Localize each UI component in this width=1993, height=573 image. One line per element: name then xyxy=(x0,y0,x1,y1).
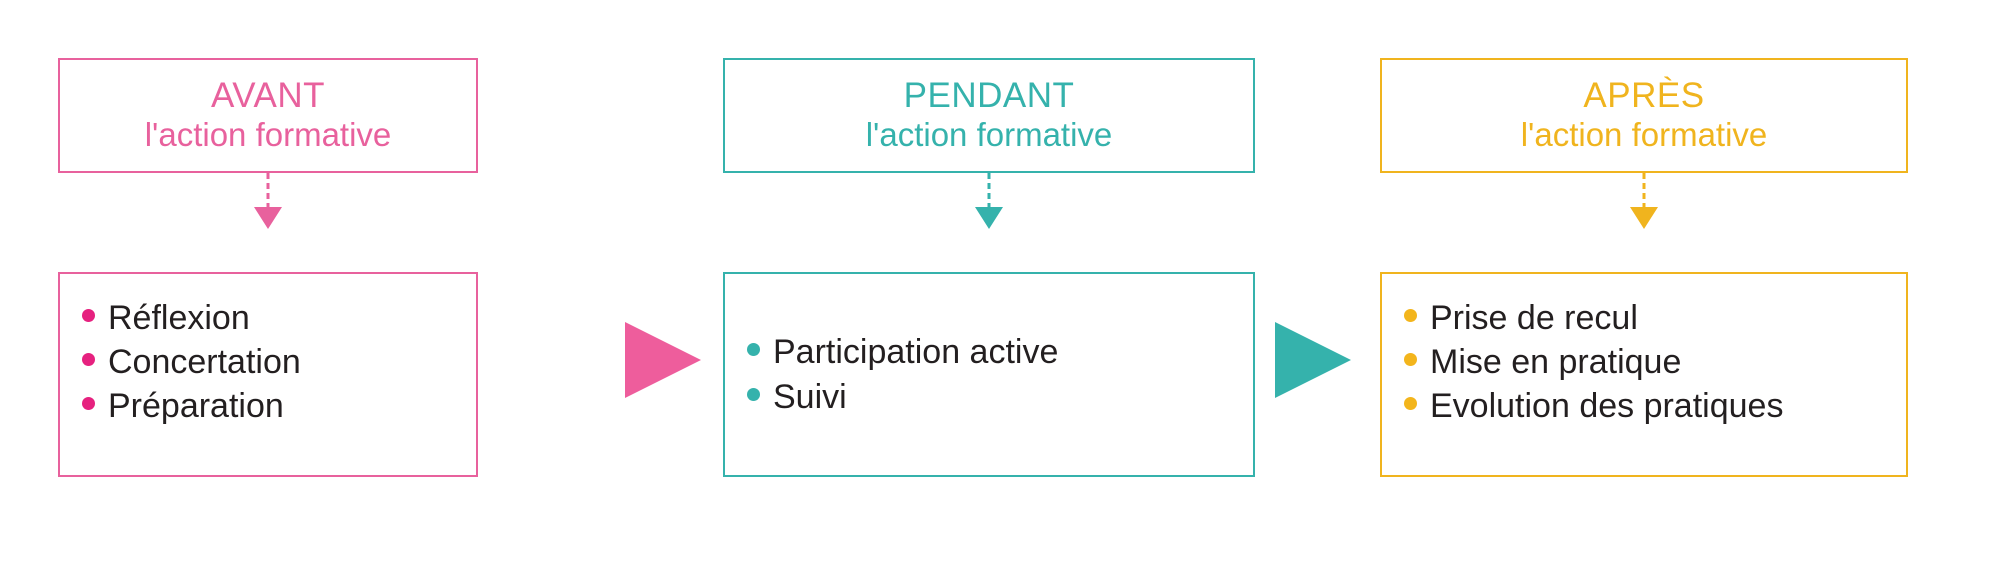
list-item-label: Réflexion xyxy=(108,299,250,337)
list-item-label: Suivi xyxy=(773,377,847,416)
list-item: Réflexion xyxy=(82,296,458,340)
column-avant: AVANT l'action formative Réflexion Conce… xyxy=(58,0,478,573)
header-title-apres: APRÈS xyxy=(1583,76,1705,116)
arrow-down-icon xyxy=(975,207,1003,229)
list-item-label: Mise en pratique xyxy=(1430,343,1682,382)
list-item: Mise en pratique xyxy=(1404,340,1888,384)
body-box-avant: Réflexion Concertation Préparation xyxy=(58,272,478,477)
item-list-avant: Réflexion Concertation Préparation xyxy=(60,296,476,428)
bullet-icon xyxy=(1404,353,1417,367)
flow-arrow-pendant-to-apres xyxy=(1275,322,1351,398)
header-subtitle-apres: l'action formative xyxy=(1520,115,1768,153)
body-box-apres: Prise de recul Mise en pratique Evolutio… xyxy=(1380,272,1908,477)
item-list-pendant: Participation active Suivi xyxy=(725,330,1253,418)
header-subtitle-avant: l'action formative xyxy=(144,115,392,153)
list-item-label: Préparation xyxy=(108,387,284,426)
bullet-icon xyxy=(747,343,760,357)
list-item: Participation active xyxy=(747,330,1235,374)
connector-line-pendant xyxy=(987,173,991,209)
body-box-pendant: Participation active Suivi xyxy=(723,272,1255,477)
header-title-pendant: PENDANT xyxy=(903,76,1075,116)
header-box-avant: AVANT l'action formative xyxy=(58,58,478,173)
arrow-down-icon xyxy=(254,207,282,229)
list-item-label: Prise de recul xyxy=(1430,299,1638,337)
flow-arrow-avant-to-pendant xyxy=(625,322,701,398)
connector-avant xyxy=(254,173,282,272)
list-item-label: Evolution des pratiques xyxy=(1430,387,1784,426)
list-item: Prise de recul xyxy=(1404,296,1888,340)
header-box-apres: APRÈS l'action formative xyxy=(1380,58,1908,173)
arrow-down-icon xyxy=(1630,207,1658,229)
list-item: Evolution des pratiques xyxy=(1404,384,1888,428)
item-list-apres: Prise de recul Mise en pratique Evolutio… xyxy=(1382,296,1906,428)
header-subtitle-pendant: l'action formative xyxy=(865,115,1113,153)
bullet-icon xyxy=(82,397,95,411)
header-box-pendant: PENDANT l'action formative xyxy=(723,58,1255,173)
header-title-avant: AVANT xyxy=(211,76,325,116)
list-item: Concertation xyxy=(82,340,458,384)
list-item: Préparation xyxy=(82,384,458,428)
list-item-label: Concertation xyxy=(108,343,301,382)
bullet-icon xyxy=(82,309,95,322)
list-item: Suivi xyxy=(747,375,1235,419)
bullet-icon xyxy=(82,353,95,367)
connector-apres xyxy=(1630,173,1658,272)
column-pendant: PENDANT l'action formative Participation… xyxy=(723,0,1255,573)
connector-line-avant xyxy=(266,173,270,209)
connector-line-apres xyxy=(1642,173,1646,209)
column-apres: APRÈS l'action formative Prise de recul … xyxy=(1380,0,1908,573)
bullet-icon xyxy=(747,387,760,401)
connector-pendant xyxy=(975,173,1003,272)
bullet-icon xyxy=(1404,397,1417,411)
bullet-icon xyxy=(1404,309,1417,322)
list-item-label: Participation active xyxy=(773,333,1059,372)
